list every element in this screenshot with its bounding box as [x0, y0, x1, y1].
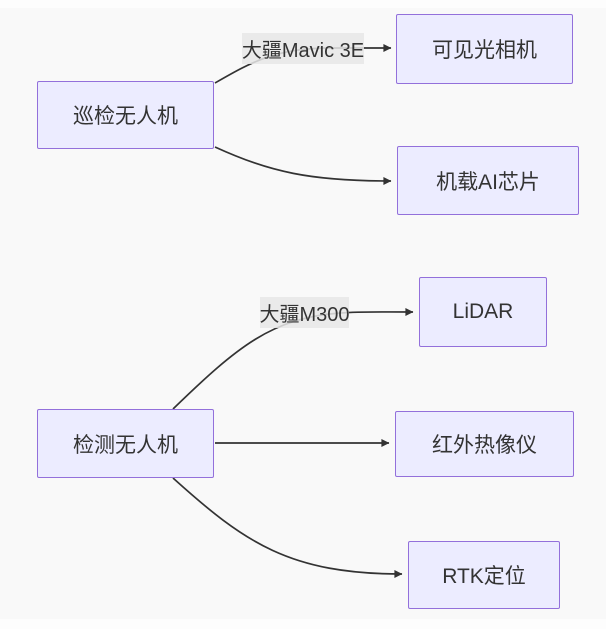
edge-label-m300: 大疆M300: [259, 297, 350, 328]
node-visible-camera: 可见光相机: [396, 14, 573, 84]
edge-patrol-to-chip: [214, 146, 392, 185]
top-margin: [0, 0, 606, 8]
edge-detect-to-rtk: [172, 477, 403, 578]
node-lidar: LiDAR: [419, 277, 547, 347]
node-onboard-ai-chip: 机载AI芯片: [397, 146, 579, 215]
node-detect-drone: 检测无人机: [37, 409, 214, 478]
node-patrol-drone: 巡检无人机: [37, 81, 214, 149]
node-rtk-positioning: RTK定位: [408, 541, 560, 609]
bottom-margin: [0, 619, 606, 629]
node-thermal-imager: 红外热像仪: [395, 411, 574, 477]
edge-label-mavic-3e: 大疆Mavic 3E: [242, 33, 364, 64]
